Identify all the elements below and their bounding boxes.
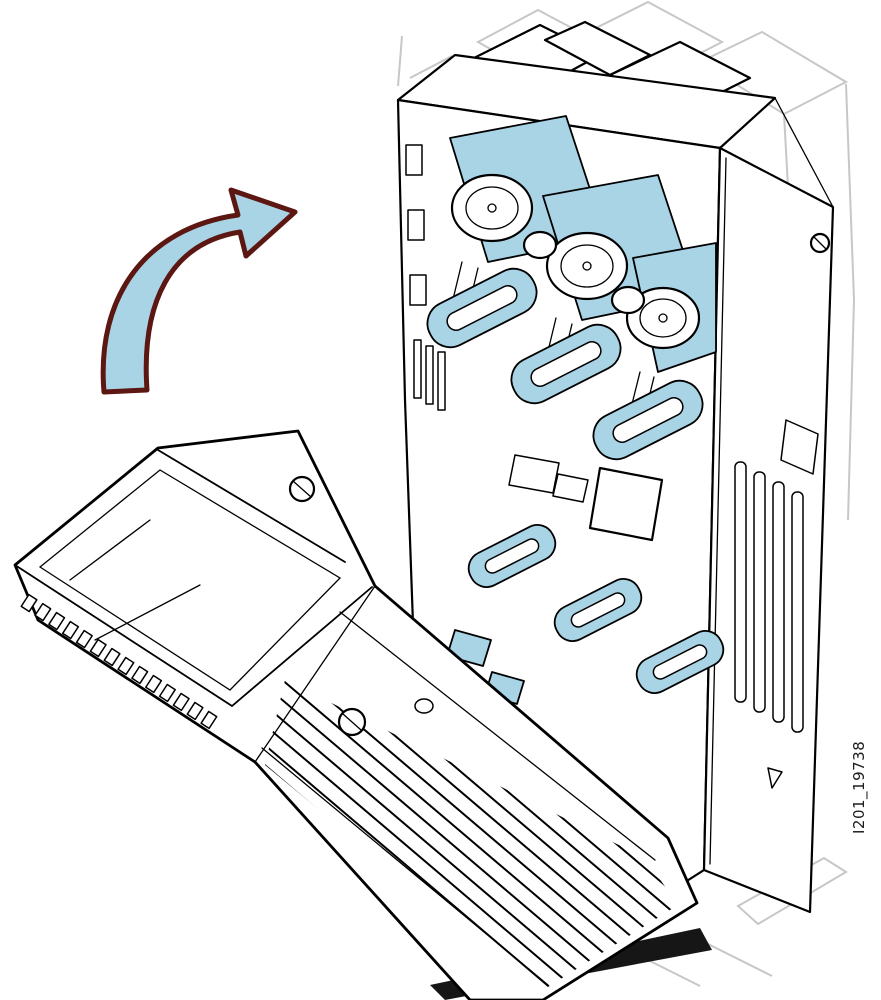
fuse-holder-blocks (508, 454, 664, 542)
removed-cover (13, 429, 699, 1000)
cover-teeth (20, 593, 218, 730)
cover-opening (14, 449, 373, 708)
rating-plate (780, 419, 819, 475)
right-face-details (767, 232, 831, 789)
screw-icon (414, 698, 434, 714)
terminal-circles (450, 173, 701, 350)
rotation-arrow-icon (100, 187, 298, 395)
left-mounting-slots (405, 144, 446, 411)
contact-clamps-upper (426, 267, 704, 461)
detail-wedge (767, 767, 783, 789)
cover-screws (288, 475, 434, 737)
figure-id-label: I201_19738 (850, 741, 869, 834)
ventilation-slots (734, 461, 804, 733)
